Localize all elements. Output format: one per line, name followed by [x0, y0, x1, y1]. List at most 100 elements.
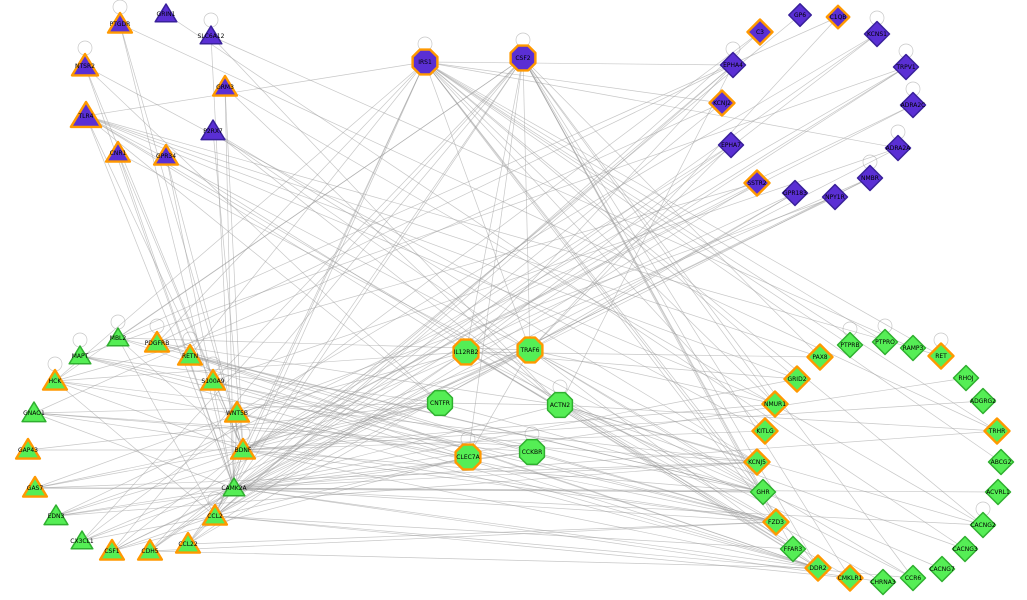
node-shape-GAS7[interactable]	[21, 475, 49, 498]
node-shape-RAMP3[interactable]	[899, 334, 927, 362]
node-ACTN2[interactable]: ACTN2	[546, 391, 574, 419]
node-shape-GRM3[interactable]	[211, 74, 239, 97]
node-shape-MAPT[interactable]	[68, 345, 92, 365]
node-shape-C3[interactable]	[746, 18, 774, 46]
edge-TRAF6-GHR	[529, 349, 764, 493]
node-CNTFR[interactable]: CNTFR	[426, 389, 454, 417]
node-shape-CNTFR[interactable]	[426, 389, 454, 417]
node-shape-PTPRB[interactable]	[836, 331, 864, 359]
node-shape-IRS1[interactable]	[411, 48, 439, 76]
node-shape-CMKLR1[interactable]	[836, 564, 864, 592]
node-shape-ADGRG2[interactable]	[969, 387, 997, 415]
node-shape-TRPV1[interactable]	[892, 53, 920, 81]
node-TRAF6[interactable]: TRAF6	[516, 336, 544, 364]
node-shape-KCNJ5[interactable]	[743, 448, 771, 476]
edge-ACTN2-TRHR	[559, 404, 998, 432]
node-shape-CSF1[interactable]	[98, 538, 126, 561]
node-shape-PTGDR[interactable]	[106, 11, 134, 34]
node-shape-RETN[interactable]	[176, 343, 204, 366]
node-shape-CACNG7[interactable]	[928, 555, 956, 583]
edge-IRS1-KCNJ2	[424, 61, 723, 104]
edge-IRS1-CAMK2A	[233, 61, 426, 489]
edge-IRS1-FZD3	[424, 61, 777, 523]
node-shape-SSTR2[interactable]	[743, 169, 771, 197]
node-shape-ABCG2[interactable]	[987, 448, 1015, 476]
node-shape-CX3CL1[interactable]	[70, 530, 94, 550]
node-shape-NPY1R[interactable]	[821, 183, 849, 211]
node-shape-NTSR2[interactable]	[70, 52, 100, 77]
edge-CSF2-CX3CL1	[81, 57, 524, 542]
edge-GHR-GAS7	[34, 487, 764, 493]
edge-BDNF-GAS7	[34, 449, 244, 489]
node-shape-GRID2[interactable]	[783, 365, 811, 393]
node-shape-GP6[interactable]	[788, 3, 813, 28]
edge-CNTFR-ACTN2	[439, 402, 561, 406]
edge-EPHA4-PDGFRB	[156, 64, 734, 344]
node-CSF2[interactable]: CSF2	[509, 44, 537, 72]
node-IL12RB2[interactable]: IL12RB2	[452, 338, 480, 366]
node-shape-KCNS1[interactable]	[863, 20, 891, 48]
node-shape-CACNG2[interactable]	[969, 511, 997, 539]
edge-CCL2-C3	[214, 31, 761, 517]
node-shape-WNT5B[interactable]	[223, 400, 251, 423]
node-shape-EPHA4[interactable]	[719, 51, 747, 79]
node-shape-MBL2[interactable]	[106, 327, 130, 347]
node-shape-GRIN1[interactable]	[154, 3, 178, 23]
node-shape-NMUR1[interactable]	[761, 390, 789, 418]
node-shape-TLR4[interactable]	[69, 100, 103, 129]
node-shape-GPR34[interactable]	[152, 143, 180, 166]
edge-SLC6A12-RAMP3	[210, 35, 914, 349]
node-shape-KITLG[interactable]	[751, 417, 779, 445]
node-shape-CCL22[interactable]	[174, 531, 202, 554]
node-shape-SLC6A12[interactable]	[199, 25, 223, 45]
node-shape-GHR[interactable]	[749, 478, 777, 506]
node-shape-KCNJ2[interactable]	[708, 89, 736, 117]
node-shape-BDNF[interactable]	[229, 437, 257, 460]
node-shape-ACTN2[interactable]	[546, 391, 574, 419]
node-shape-PDGFRB[interactable]	[143, 330, 171, 353]
node-shape-GPR183[interactable]	[781, 179, 809, 207]
node-shape-EDN3[interactable]	[43, 504, 69, 526]
node-shape-ACVRL1[interactable]	[984, 478, 1012, 506]
edge-CAMK2A-TLR4	[85, 115, 235, 489]
node-shape-EPHA7[interactable]	[717, 131, 745, 159]
edge-ACTN2-DDR2	[559, 404, 819, 569]
node-shape-IL12RB2[interactable]	[452, 338, 480, 366]
node-shape-DDR2[interactable]	[804, 554, 832, 582]
node-shape-CSF2[interactable]	[509, 44, 537, 72]
node-shape-ADRA2C[interactable]	[899, 91, 927, 119]
node-shape-CLEC7A[interactable]	[454, 443, 482, 471]
node-shape-GAP43[interactable]	[14, 437, 42, 460]
node-shape-TRHR[interactable]	[983, 417, 1011, 445]
node-shape-CDH5[interactable]	[136, 538, 164, 561]
node-shape-NMBR[interactable]	[856, 164, 884, 192]
node-shape-FZD3[interactable]	[762, 508, 790, 536]
node-shape-CCKBR[interactable]	[518, 438, 546, 466]
node-shape-PTPRO[interactable]	[871, 328, 899, 356]
node-shape-ADRA2A[interactable]	[884, 134, 912, 162]
node-shape-CAMK2A[interactable]	[222, 477, 246, 497]
node-shape-CNR1[interactable]	[104, 140, 132, 163]
node-shape-CCL2[interactable]	[201, 503, 229, 526]
node-shape-GNAO1[interactable]	[21, 401, 47, 423]
edge-CAMK2A-EDN3	[55, 487, 235, 517]
node-IRS1[interactable]: IRS1	[411, 48, 439, 76]
node-shape-PAX8[interactable]	[806, 343, 834, 371]
node-shape-C1QB[interactable]	[825, 4, 851, 30]
node-shape-S100A9[interactable]	[199, 368, 227, 391]
node-shape-RHOJ[interactable]	[952, 364, 980, 392]
node-shape-FFAR3[interactable]	[779, 535, 807, 563]
edge-IRS1-GRID2	[424, 61, 798, 380]
node-shape-TRAF6[interactable]	[516, 336, 544, 364]
node-shape-RET[interactable]	[927, 342, 955, 370]
edge-CLEC7A-MBL2	[117, 337, 469, 458]
node-shape-CACNG3[interactable]	[951, 535, 979, 563]
node-shape-HCK[interactable]	[41, 368, 69, 391]
node-shape-CCR6[interactable]	[899, 564, 927, 592]
node-CCKBR[interactable]: CCKBR	[518, 438, 546, 466]
node-CLEC7A[interactable]: CLEC7A	[454, 443, 482, 471]
node-shape-CHRNA3[interactable]	[869, 568, 897, 596]
node-shape-P2RX7[interactable]	[200, 119, 226, 141]
edge-BDNF-P2RX7	[212, 130, 244, 451]
